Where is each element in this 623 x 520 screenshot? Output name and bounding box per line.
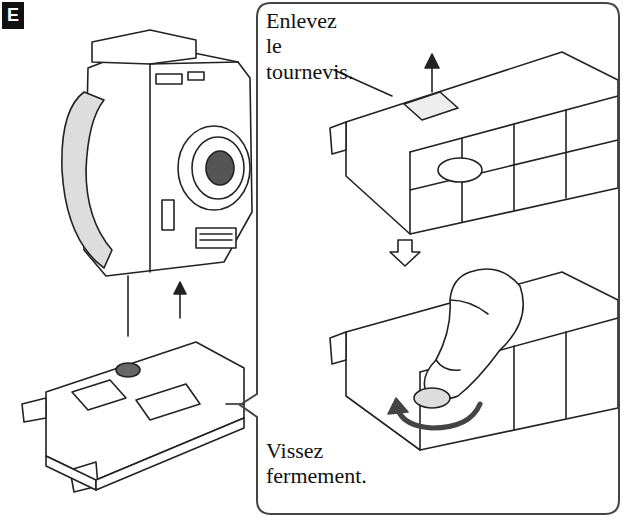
callout-text: Vissez fermement. [266, 438, 358, 489]
down-arrow [390, 240, 420, 266]
callout-text: Enlevez le tournevis. [266, 8, 358, 84]
adaptor-plate [330, 52, 618, 234]
hand [414, 269, 523, 408]
camcorder [62, 30, 252, 336]
callout-panel: Enlevez le tournevis. Vissez fermement. [240, 2, 621, 516]
up-arrow [174, 282, 186, 318]
step-letter: E [7, 5, 19, 26]
up-arrow [425, 54, 439, 92]
rotation-arrow [388, 398, 480, 428]
step-marker: E [2, 2, 24, 29]
callout-border [240, 3, 619, 514]
adaptor-plate [22, 342, 244, 492]
